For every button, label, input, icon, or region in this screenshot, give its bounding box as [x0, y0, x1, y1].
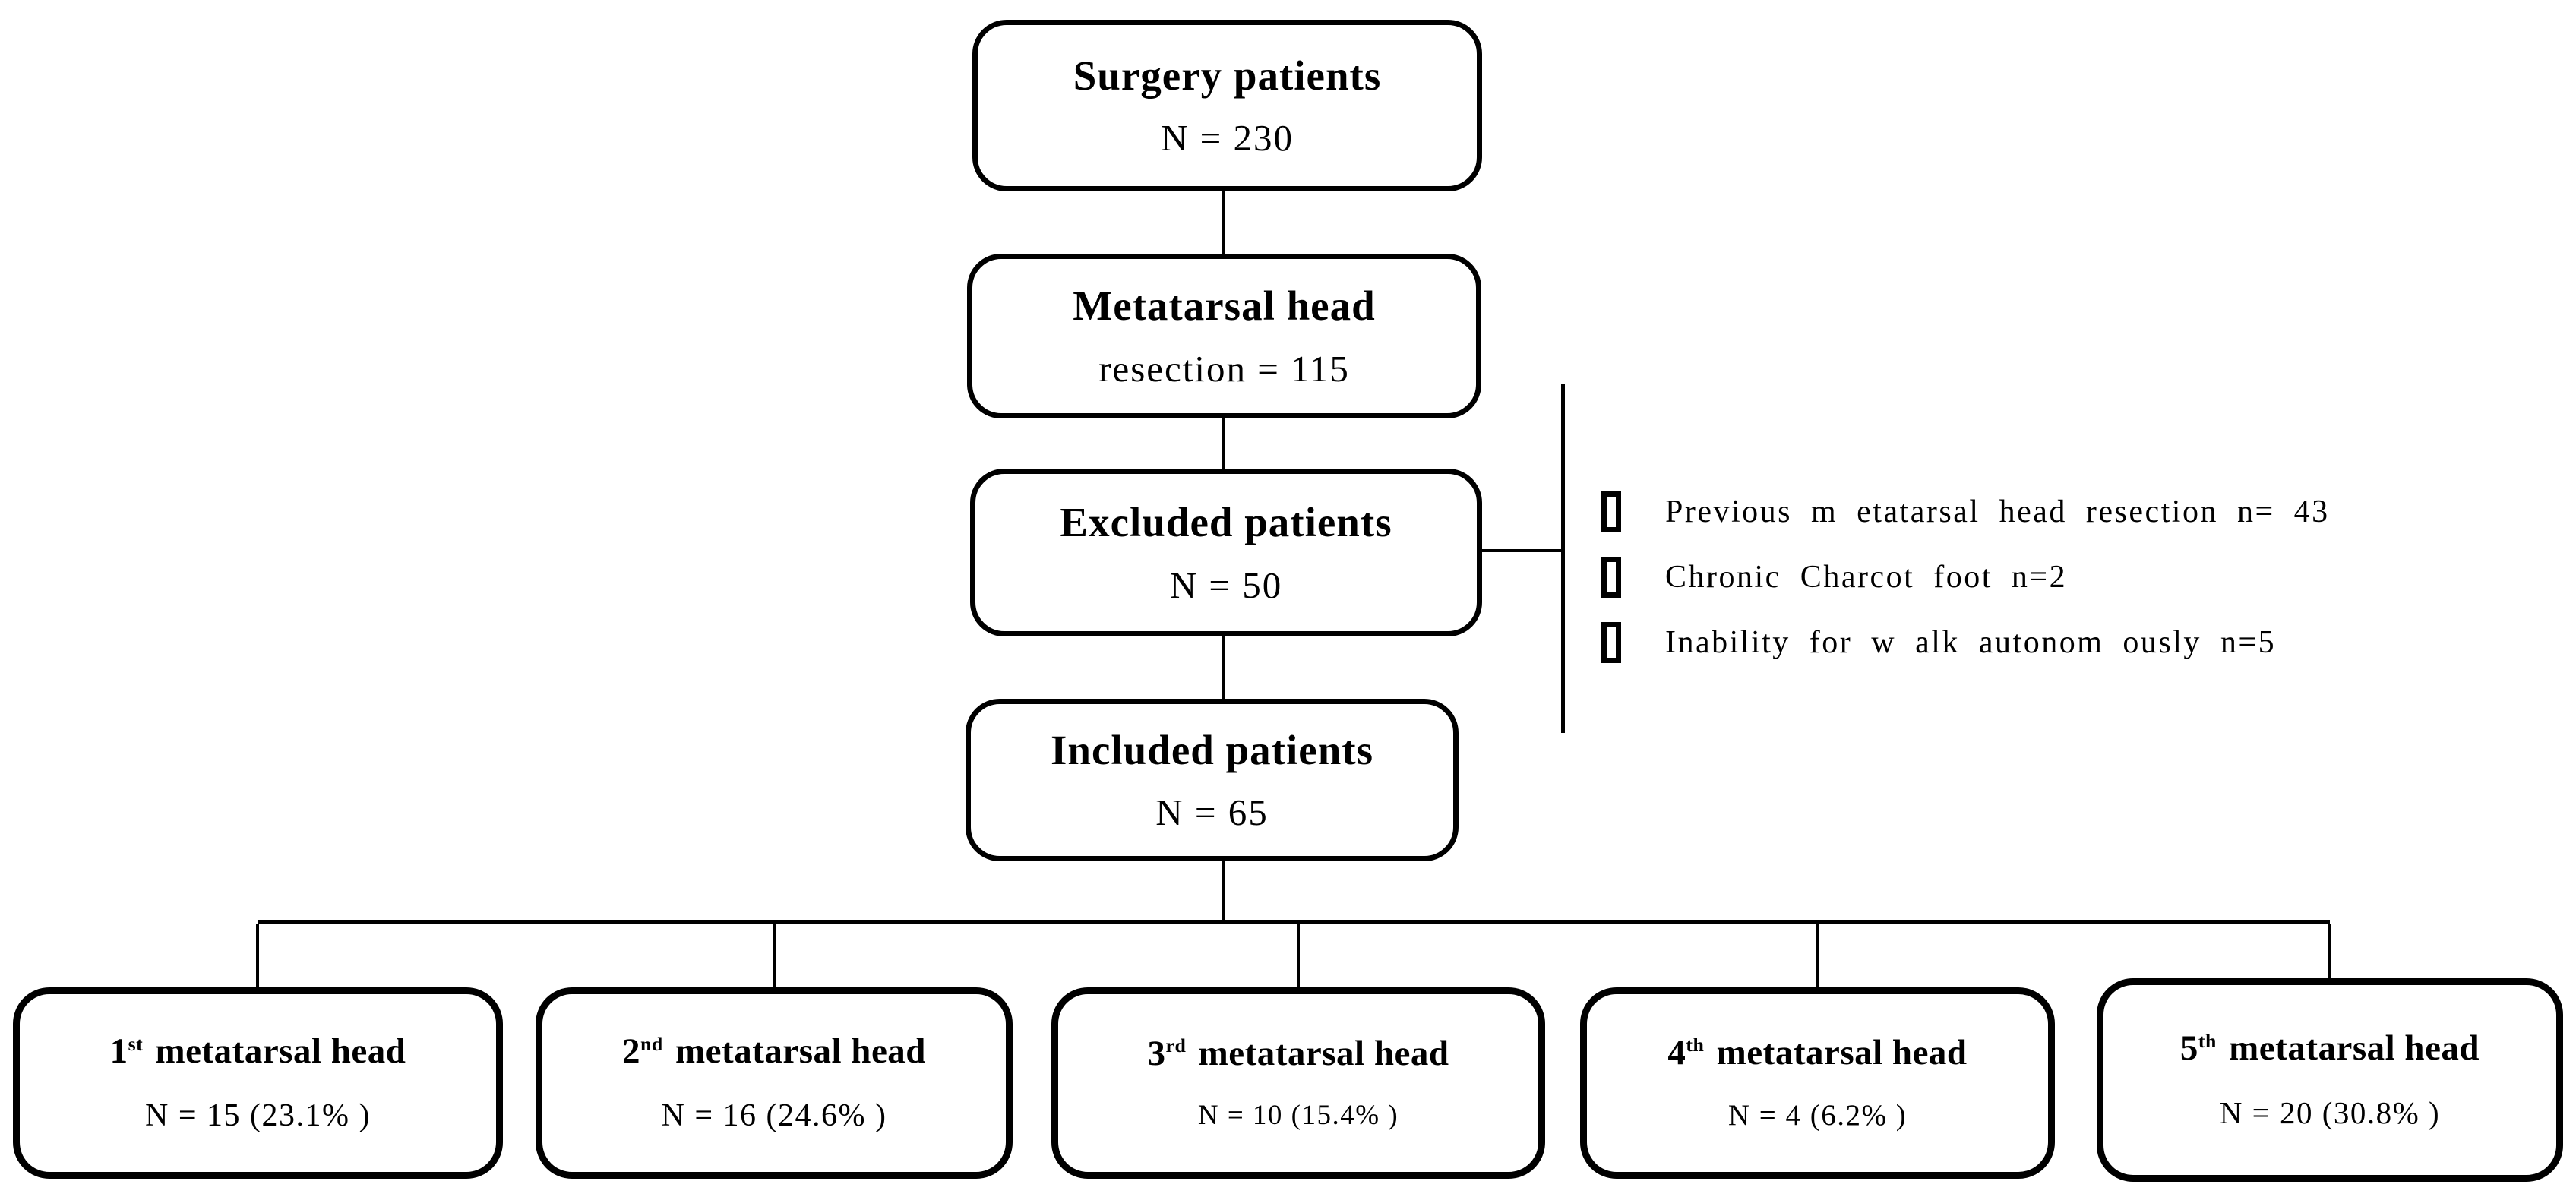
connector-excluded-to-included: [1222, 636, 1225, 699]
ordinal-suffix: nd: [640, 1032, 663, 1055]
box-title-text: metatarsal head: [1716, 1032, 1968, 1072]
ordinal-suffix: th: [2198, 1029, 2217, 1052]
flow-box-included-patients: Included patients N = 65: [966, 699, 1459, 861]
flow-box-3rd-metatarsal-head: 3rd metatarsal head N = 10 (15.4% ): [1051, 987, 1545, 1179]
exclusion-item-text: Chronic Charcot foot n=2: [1665, 560, 2068, 595]
ordinal-suffix: rd: [1165, 1034, 1187, 1056]
flow-box-5th-metatarsal-head: 5th metatarsal head N = 20 (30.8% ): [2097, 978, 2563, 1182]
bullet-square-icon: [1601, 622, 1621, 663]
connector-included-to-branch: [1222, 861, 1225, 923]
box-value: N = 230: [1160, 117, 1294, 159]
exclusion-list: Previous m etatarsal head resection n= 4…: [1601, 479, 2330, 675]
flow-box-1st-metatarsal-head: 1st metatarsal head N = 15 (23.1% ): [13, 987, 503, 1179]
branch-drop-2: [773, 924, 776, 989]
box-value: N = 65: [1155, 791, 1269, 834]
connector-surgery-to-resection: [1222, 191, 1225, 254]
connector-resection-to-excluded: [1222, 418, 1225, 469]
branch-drop-1: [256, 924, 259, 989]
ordinal-number: 2: [622, 1031, 641, 1072]
flow-box-2nd-metatarsal-head: 2nd metatarsal head N = 16 (24.6% ): [536, 987, 1013, 1179]
ordinal-number: 4: [1667, 1032, 1686, 1072]
box-title-text: metatarsal head: [1198, 1033, 1449, 1073]
box-title-text: metatarsal head: [675, 1031, 926, 1072]
flow-box-4th-metatarsal-head: 4th metatarsal head N = 4 (6.2% ): [1580, 987, 2055, 1179]
ordinal-suffix: th: [1686, 1034, 1705, 1056]
box-title: Metatarsal head: [1073, 283, 1376, 330]
box-title: 1st metatarsal head: [109, 1031, 406, 1072]
exclusion-bracket-line: [1561, 384, 1565, 733]
exclusion-item-text: Previous m etatarsal head resection n= 4…: [1665, 494, 2330, 529]
branch-horizontal-line: [258, 920, 2330, 924]
ordinal-suffix: st: [128, 1032, 144, 1055]
ordinal-number: 1: [109, 1031, 128, 1072]
branch-drop-4: [1816, 924, 1819, 989]
bullet-square-icon: [1601, 557, 1621, 598]
flow-box-excluded-patients: Excluded patients N = 50: [970, 469, 1482, 636]
flow-box-surgery-patients: Surgery patients N = 230: [972, 20, 1482, 191]
box-value: N = 50: [1169, 564, 1283, 606]
branch-drop-5: [2328, 924, 2331, 981]
box-value: N = 16 (24.6% ): [661, 1098, 887, 1133]
branch-drop-3: [1297, 924, 1300, 989]
exclusion-item-text: Inability for w alk autonom ously n=5: [1665, 625, 2277, 660]
box-title-text: metatarsal head: [2229, 1028, 2480, 1069]
box-title: Excluded patients: [1060, 499, 1392, 546]
box-title: 4th metatarsal head: [1667, 1032, 1968, 1073]
box-title: 3rd metatarsal head: [1147, 1034, 1449, 1074]
flow-box-metatarsal-head-resection: Metatarsal head resection = 115: [967, 254, 1481, 418]
box-title-text: metatarsal head: [155, 1031, 406, 1072]
box-value: resection = 115: [1098, 347, 1350, 390]
exclusion-item: Previous m etatarsal head resection n= 4…: [1601, 479, 2330, 545]
exclusion-connector-line: [1482, 549, 1563, 552]
box-value: N = 15 (23.1% ): [145, 1098, 371, 1133]
box-value: N = 20 (30.8% ): [2219, 1094, 2441, 1130]
box-title: 5th metatarsal head: [2179, 1028, 2480, 1069]
box-value: N = 4 (6.2% ): [1727, 1099, 1908, 1132]
box-title: Surgery patients: [1073, 52, 1382, 99]
ordinal-number: 3: [1147, 1033, 1166, 1073]
exclusion-item: Chronic Charcot foot n=2: [1601, 545, 2330, 610]
exclusion-item: Inability for w alk autonom ously n=5: [1601, 610, 2330, 675]
box-title: 2nd metatarsal head: [622, 1031, 926, 1072]
ordinal-number: 5: [2179, 1028, 2198, 1069]
bullet-square-icon: [1601, 491, 1621, 532]
box-value: N = 10 (15.4% ): [1197, 1100, 1399, 1132]
box-title: Included patients: [1050, 726, 1373, 773]
